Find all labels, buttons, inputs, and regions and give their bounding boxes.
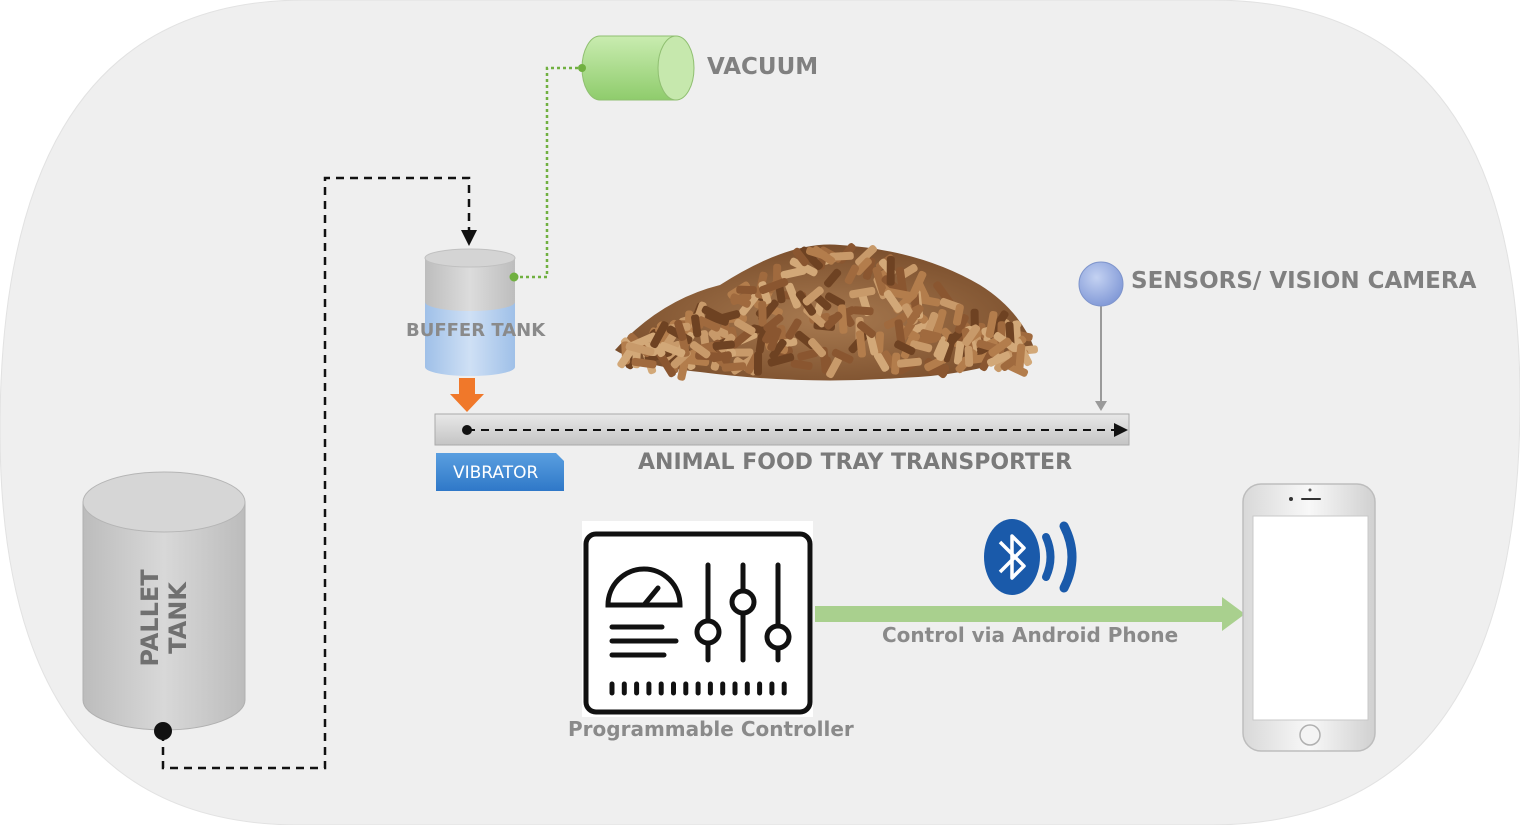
control-link-arrow — [815, 597, 1245, 631]
vacuum-label: VACUUM — [707, 54, 819, 80]
sensors-label: SENSORS/ VISION CAMERA — [1131, 268, 1477, 294]
sensor-icon — [1078, 261, 1124, 411]
transporter-label: ANIMAL FOOD TRAY TRANSPORTER — [638, 450, 1073, 475]
bluetooth-icon — [984, 519, 1077, 595]
vibrator-tag — [436, 453, 564, 491]
buffer-tank-icon — [424, 248, 519, 376]
controller-label: Programmable Controller — [568, 717, 854, 741]
supply-arrowhead — [461, 230, 477, 246]
vacuum-cylinder-icon — [578, 35, 695, 101]
buffer-tank-label: BUFFER TANK — [406, 320, 546, 341]
vacuum-line — [514, 66, 582, 279]
pallet-tank-label: PALLET TANK — [136, 569, 192, 667]
vibrator-label: VIBRATOR — [453, 463, 539, 483]
pellets-pile-icon — [615, 243, 1038, 381]
supply-line — [161, 176, 471, 770]
smartphone-icon — [1242, 483, 1376, 752]
phone-link-label: Control via Android Phone — [882, 623, 1179, 647]
feed-arrow-icon — [450, 378, 484, 412]
pallet-tank-icon — [82, 471, 246, 740]
controller-icon — [582, 521, 813, 717]
